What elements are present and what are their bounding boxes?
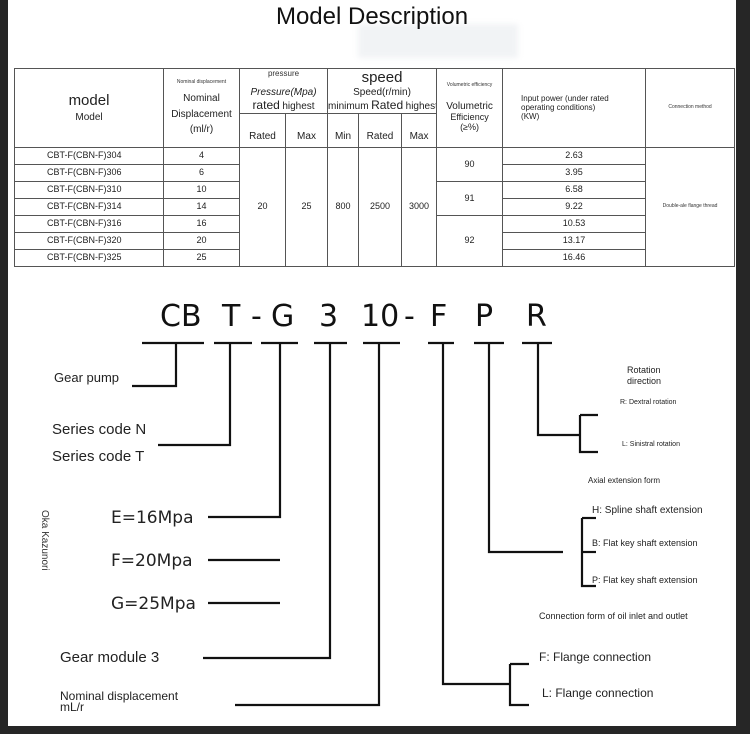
vol-eff-cell: 92 (436, 214, 504, 267)
label-flat-key-p: P: Flat key shaft extension (592, 575, 698, 585)
label-dextral: R: Dextral rotation (620, 399, 677, 406)
label-series-t: Series code T (52, 448, 145, 465)
code-part-r: R (526, 299, 547, 334)
pressure-max-cell: 25 (284, 146, 329, 267)
code-part-g: G (271, 299, 295, 334)
page-title: Model Description (275, 3, 469, 30)
connection-cell: Double-ale flange thread (645, 146, 736, 267)
label-g-25mpa: G=25Mpa (111, 594, 196, 614)
code-part-cb: CB (160, 299, 202, 334)
connector-lines (132, 341, 598, 707)
code-part-dash: - (251, 299, 262, 334)
table-row: CBT-F(CBN-F)304 4 20 25 800 2500 3000 90… (14, 146, 736, 267)
label-direction: direction (627, 376, 662, 386)
label-flat-key-b: B: Flat key shaft extension (592, 538, 698, 548)
header-speed: speed Speed(r/min) minimum Rated highest (327, 68, 438, 114)
label-gear-pump: Gear pump (54, 370, 120, 385)
label-gear-module: Gear module 3 (60, 649, 160, 666)
speed-max-cell: 3000 (401, 146, 438, 267)
header-volumetric: Volumetric efficiency Volumetric Efficie… (436, 68, 504, 148)
code-part-dash-2: - (404, 299, 415, 334)
header-rated: Rated (239, 112, 286, 148)
header-pressure: pressure Pressure(Mpa) rated highest (238, 68, 329, 114)
header-connection: Connection method (645, 68, 736, 148)
label-e-16mpa: E=16Mpa (111, 508, 194, 528)
label-axial-extension: Axial extension form (588, 476, 661, 485)
code-part-p: P (475, 299, 494, 334)
label-nominal-unit: mL/r (60, 700, 84, 714)
speed-min-cell: 800 (327, 146, 360, 267)
code-part-10: 10 (361, 299, 400, 334)
label-vertical-name: Oka Kazunori (39, 510, 50, 571)
header-max: Max (284, 112, 329, 148)
page: Model Description model Model Nominal di… (8, 0, 736, 726)
label-flange-l: L: Flange connection (542, 686, 654, 700)
label-series-n: Series code N (52, 421, 147, 438)
label-f-20mpa: F=20Mpa (111, 551, 193, 571)
spec-table: model Model Nominal displacement Nominal… (14, 68, 736, 267)
label-connection-form: Connection form of oil inlet and outlet (539, 611, 688, 621)
code-part-3: 3 (319, 299, 339, 334)
code-part-t: T (222, 299, 241, 334)
header-input-power: Input power (under rated operating condi… (502, 68, 647, 148)
table-row: CBT-F(CBN-F)316 16 92 10.53 (14, 214, 735, 267)
label-nominal-displacement: Nominal displacement (60, 689, 179, 703)
watermark-smudge (358, 24, 518, 58)
code-part-f: F (430, 299, 448, 334)
label-flange-f: F: Flange connection (539, 650, 652, 664)
label-spline-shaft: H: Spline shaft extension (592, 505, 703, 516)
pressure-rated-cell: 20 (239, 146, 286, 267)
header-displacement: Nominal displacement Nominal Displacemen… (163, 68, 240, 148)
table-row: CBT-F(CBN-F)325 25 16.46 (14, 248, 735, 267)
header-model: model Model (14, 68, 164, 148)
label-sinistral: L: Sinistral rotation (622, 441, 680, 448)
speed-rated-cell: 2500 (358, 146, 403, 267)
header-max-speed: Max (401, 112, 438, 148)
label-rotation: Rotation (627, 365, 661, 375)
table-row: CBT-F(CBN-F)320 20 13.17 (14, 231, 735, 250)
